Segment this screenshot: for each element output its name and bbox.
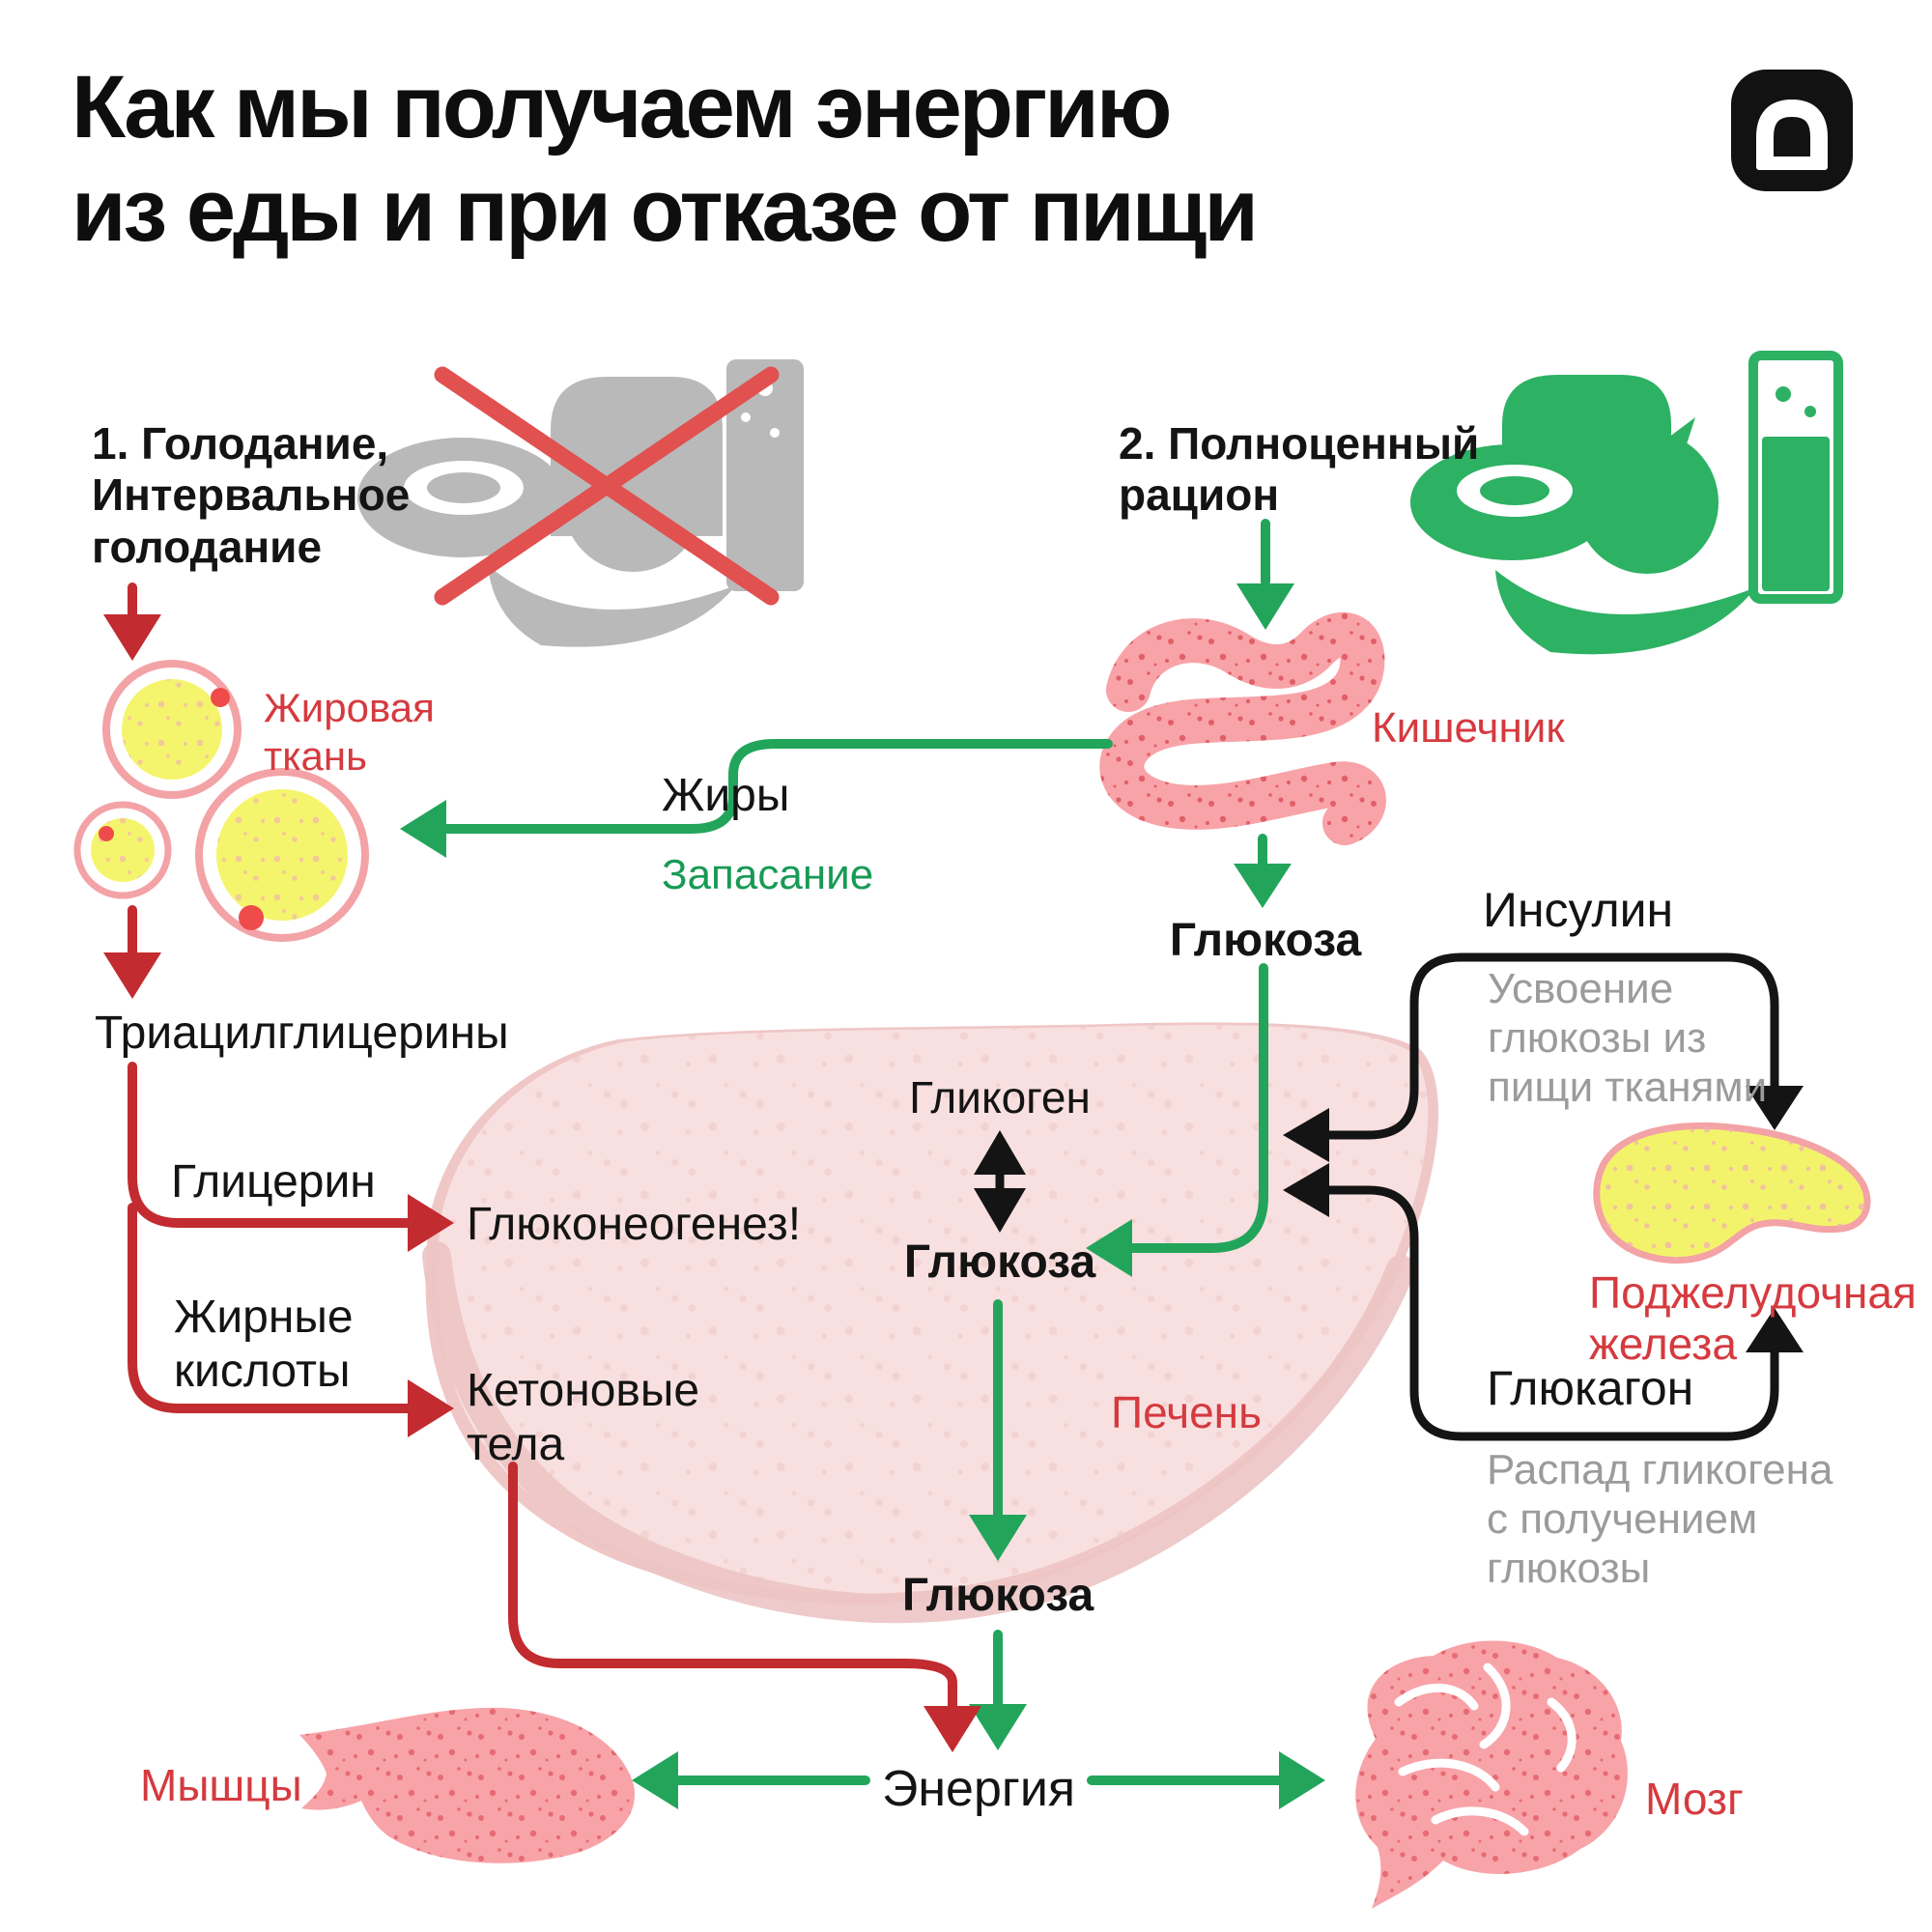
insulin-label: Инсулин — [1483, 883, 1674, 937]
energy-label: Энергия — [881, 1761, 1076, 1817]
fasting-food-icon — [357, 359, 804, 647]
glycogen-label: Гликоген — [909, 1072, 1091, 1122]
arrow-energy-to-brain — [1087, 1751, 1325, 1809]
arrow-glucose-into-liver — [1086, 963, 1268, 1277]
tomato-icon — [1576, 431, 1719, 574]
liver-illustration — [422, 1022, 1439, 1624]
intestine-illustration — [1099, 611, 1386, 845]
glucose-from-food-label: Глюкоза — [1169, 915, 1362, 966]
arrow-glucose-to-energy — [969, 1630, 1027, 1750]
muscles-label: Мышцы — [140, 1760, 302, 1810]
storage-label: Запасание — [662, 851, 874, 898]
arrow-ketones-to-energy — [508, 1462, 981, 1752]
section-full-diet-label: 2. Полноценный рацион — [1119, 418, 1480, 521]
fat-tissue-illustration — [73, 660, 369, 942]
arrow-fattyacids-to-ketones — [128, 1203, 454, 1437]
insulin-note: Усвоение глюкозы из пищи тканями — [1488, 965, 1768, 1112]
intestine-label: Кишечник — [1372, 704, 1565, 752]
glycerol-label: Глицерин — [171, 1156, 376, 1208]
pancreas-label: Поджелудочная железа — [1589, 1267, 1917, 1370]
green-arrows — [400, 519, 1325, 1809]
banana-icon — [488, 565, 736, 647]
ketone-bodies-label: Кетоновые тела — [467, 1365, 700, 1470]
black-paths — [974, 952, 1804, 1441]
arrow-intestine-to-glucose — [1234, 834, 1292, 908]
section-fasting-label: 1. Голодание, Интервальное голодание — [92, 418, 411, 572]
glucose-to-energy-label: Глюкоза — [901, 1570, 1094, 1621]
muscle-illustration — [299, 1707, 635, 1863]
glucagon-note: Распад гликогена с получением глюкозы — [1487, 1446, 1833, 1593]
liver-label: Печень — [1111, 1387, 1263, 1437]
brain-label: Мозг — [1645, 1774, 1744, 1824]
red-arrows — [103, 582, 981, 1752]
arrow-energy-to-muscles — [632, 1751, 870, 1809]
arrow-diet-to-intestine — [1236, 519, 1294, 630]
pancreas-illustration — [1593, 1122, 1871, 1264]
arrow-fats-to-fat-tissue — [400, 739, 1113, 858]
brain-illustration — [1355, 1640, 1628, 1909]
triacylglycerols-label: Триацилглицерины — [95, 1008, 509, 1059]
postnauka-logo — [1731, 70, 1853, 191]
glucagon-path — [1283, 1163, 1804, 1441]
fats-label: Жиры — [662, 770, 790, 821]
arrow-glycerol-to-gluconeogenesis — [128, 1062, 454, 1252]
page-title: Как мы получаем энергию из еды и при отк… — [71, 58, 1259, 260]
arrow-fasting-down — [103, 582, 161, 661]
fat-tissue-label: Жировая ткань — [264, 685, 435, 780]
insulin-path — [1283, 952, 1804, 1162]
gluconeogenesis-label: Глюконеогенез! — [467, 1199, 802, 1250]
fatty-acids-label: Жирные кислоты — [174, 1292, 354, 1397]
glucose-in-liver-label: Глюкоза — [903, 1236, 1096, 1288]
arrow-liver-glucose-down — [969, 1299, 1027, 1561]
banana-icon — [1495, 570, 1756, 655]
full-diet-food-icon — [1410, 351, 1843, 655]
arrow-fat-to-triacylglycerols — [103, 905, 161, 999]
red-cross-icon — [434, 366, 780, 606]
glucagon-label: Глюкагон — [1487, 1361, 1694, 1415]
glycogen-glucose-double-arrow — [974, 1130, 1026, 1233]
